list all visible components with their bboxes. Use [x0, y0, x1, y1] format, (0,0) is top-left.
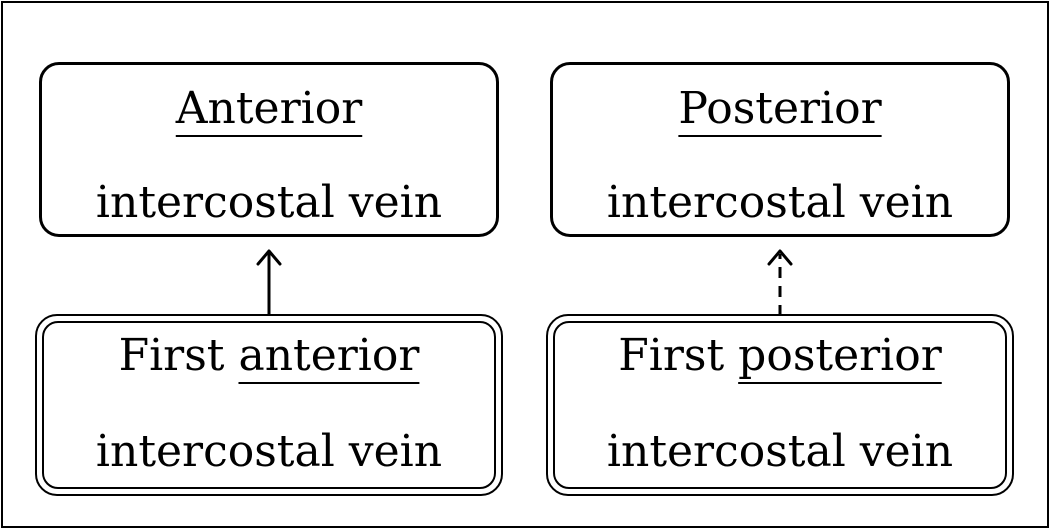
node-first-posterior-title: posterior: [738, 330, 942, 381]
arrowhead-icon: [256, 249, 282, 266]
node-first-posterior-title-line: First posterior: [548, 330, 1012, 382]
node-anterior-intercostal-vein: Anterior intercostal vein: [39, 62, 499, 237]
node-first-anterior-subtitle: intercostal vein: [95, 426, 443, 477]
node-posterior-title: Posterior: [678, 83, 882, 134]
node-anterior-title: Anterior: [175, 83, 363, 134]
node-first-anterior-title-line: First anterior: [37, 330, 501, 382]
node-first-anterior-intercostal-vein: First anterior intercostal vein: [35, 314, 503, 496]
node-first-posterior-prefix: First: [618, 330, 725, 381]
node-posterior-intercostal-vein: Posterior intercostal vein: [550, 62, 1010, 237]
node-anterior-title-line: Anterior: [42, 83, 496, 135]
node-first-posterior-intercostal-vein: First posterior intercostal vein: [546, 314, 1014, 496]
node-first-anterior-inner-border: [42, 321, 496, 489]
node-first-anterior-title: anterior: [238, 330, 420, 381]
node-posterior-subtitle: intercostal vein: [606, 177, 954, 228]
node-first-posterior-subtitle: intercostal vein: [606, 426, 954, 477]
node-first-anterior-prefix: First: [118, 330, 225, 381]
edge-first-anterior-to-anterior: [256, 249, 282, 316]
arrowhead-icon: [767, 249, 793, 266]
node-first-posterior-inner-border: [553, 321, 1007, 489]
node-posterior-title-line: Posterior: [553, 83, 1007, 135]
edge-first-posterior-to-posterior: [767, 249, 793, 316]
node-anterior-subtitle: intercostal vein: [95, 177, 443, 228]
